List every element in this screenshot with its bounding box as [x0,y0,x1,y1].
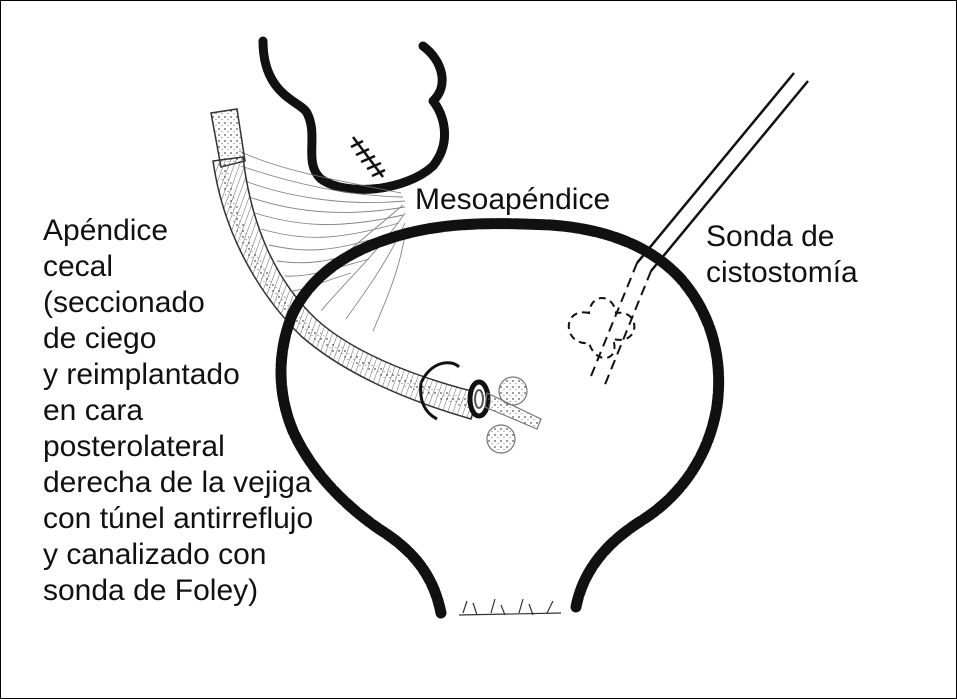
appendix-label-line: con túnel antirreflujo [43,502,314,535]
appendix-label-line: sonda de Foley) [43,574,259,607]
appendix-label-line: y canalizado con [43,538,267,571]
cystostomy-catheter [567,72,809,388]
appendix-tip [210,108,246,168]
appendix-lumen [218,162,475,410]
appendix-label-line: de ciego [43,322,157,355]
foley-catheter [484,376,542,454]
appendix-label-line: Apéndice [43,214,169,247]
appendix-label-line: cecal [43,250,114,283]
appendix-label-line: en cara [43,394,144,427]
cystostomy-label-line: cistostomía [706,256,858,289]
appendix-label-line: posterolateral [43,430,225,463]
appendix-label-line: (seccionado [43,286,205,319]
cecum-suture [350,136,386,178]
bladder-neck-fringe [458,598,562,616]
appendix-label: Apéndice cecal (seccionado de ciego y re… [43,213,313,609]
cecum-outline [258,36,450,194]
mesoappendix-label: Mesoapéndice [415,183,611,216]
appendix-label-line: y reimplantado [43,358,240,391]
cystostomy-label-line: Sonda de [706,220,835,253]
cystostomy-catheter-label: Sonda de cistostomía [706,219,858,291]
appendix-label-line: derecha de la vejiga [43,466,312,499]
